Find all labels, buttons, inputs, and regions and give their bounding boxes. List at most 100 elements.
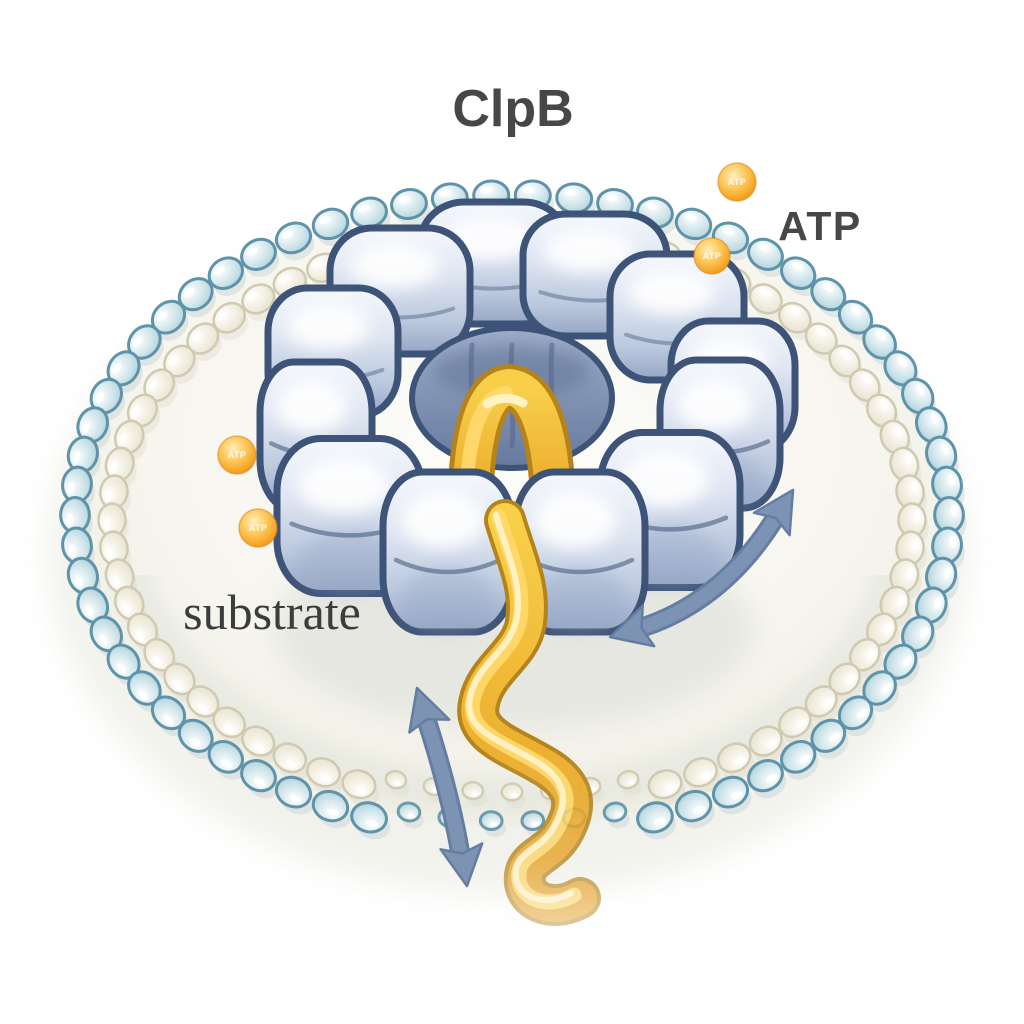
membrane-bead-outer-highlight	[246, 247, 259, 256]
membrane-bead-inner-highlight	[904, 453, 912, 465]
membrane-bead-inner	[306, 757, 341, 788]
atp-sphere-body	[717, 162, 757, 202]
membrane-bead-inner-highlight	[110, 461, 118, 473]
membrane-bead-outer-highlight	[357, 204, 370, 213]
membrane-bead-outer-highlight	[213, 266, 225, 276]
membrane-bead-outer-highlight	[531, 821, 540, 826]
membrane-bead-outer-highlight	[318, 216, 331, 225]
subunit-highlight	[676, 377, 754, 432]
membrane-bead-inner-highlight	[664, 784, 677, 792]
membrane-bead-outer	[674, 207, 713, 241]
membrane-bead-inner-highlight	[224, 724, 235, 734]
membrane-bead-outer-highlight	[138, 689, 149, 701]
atp-sphere-glyph: ATP	[703, 251, 722, 261]
membrane-bead-outer-highlight	[791, 261, 803, 271]
subunit-highlight	[286, 303, 370, 350]
subunit-highlight	[349, 243, 440, 289]
membrane-bead-outer-highlight	[326, 808, 340, 817]
membrane-bead-inner-highlight	[861, 373, 871, 385]
atp-sphere-glyph: ATP	[228, 450, 247, 460]
membrane-bead-inner-highlight	[119, 433, 127, 445]
membrane-bead-outer-highlight	[162, 714, 174, 725]
arrowhead	[408, 686, 451, 734]
membrane-bead-outer-highlight	[605, 194, 618, 202]
membrane-bead-outer-highlight	[902, 655, 912, 667]
membrane-bead-outer-highlight	[75, 574, 83, 588]
membrane-bead-outer	[177, 718, 214, 753]
membrane-bead-outer-highlight	[645, 202, 659, 211]
membrane-bead-outer-highlight	[920, 626, 929, 639]
membrane-bead-inner-highlight	[879, 399, 888, 410]
subunit-highlight	[543, 228, 636, 273]
membrane-bead-outer-highlight	[857, 708, 868, 719]
membrane-bead-outer-highlight	[943, 566, 952, 579]
strand-gloss	[466, 512, 574, 903]
membrane-bead-inner-highlight	[897, 595, 905, 607]
membrane-bead-inner-highlight	[131, 406, 141, 418]
atp-sphere-body	[217, 435, 257, 475]
membrane-bead-inner	[683, 757, 718, 788]
membrane-bead-inner-highlight	[319, 774, 332, 783]
membrane-bead-inner	[500, 782, 524, 802]
substrate-strand	[457, 499, 601, 926]
membrane-bead-outer	[274, 221, 313, 255]
membrane-bead-inner-highlight	[246, 292, 258, 301]
membrane-bead-outer-highlight	[489, 821, 498, 827]
membrane-bead-outer-highlight	[614, 812, 623, 817]
membrane-bead-inner-highlight	[510, 793, 519, 798]
arrowhead	[752, 488, 795, 537]
atp-sphere: ATP	[717, 162, 757, 202]
rotation-arrow	[608, 488, 795, 648]
membrane-bead-inner-highlight	[766, 739, 778, 748]
membrane-bead-inner	[716, 742, 752, 774]
membrane-bead-outer-highlight	[480, 186, 493, 194]
membrane-bead-outer	[747, 759, 784, 793]
subunit-highlight	[533, 491, 617, 549]
membrane-bead-inner	[748, 725, 783, 757]
subunit-highlight	[628, 269, 715, 315]
membrane-bead-outer-highlight	[758, 243, 770, 252]
motion-arrows	[408, 488, 795, 888]
atp-sphere-glyph: ATP	[728, 177, 747, 187]
atp-sphere-body	[238, 508, 278, 548]
membrane-bead-outer	[311, 789, 350, 823]
membrane-bead-inner-highlight	[285, 760, 297, 768]
atp-molecules: ATP ATP ATP ATP	[217, 162, 757, 548]
translocation-arrow	[408, 686, 484, 888]
membrane-bead-outer	[674, 789, 713, 823]
arrowhead	[439, 842, 484, 888]
membrane-bead-inner-highlight	[846, 674, 856, 685]
membrane-bead-inner-highlight	[840, 349, 851, 360]
membrane-bead-outer	[478, 810, 504, 832]
subunit-lower-shade	[533, 568, 627, 632]
membrane-bead-inner-highlight	[136, 630, 145, 641]
membrane-bead-inner-highlight	[913, 509, 921, 522]
membrane-bead-outer-highlight	[915, 383, 925, 396]
membrane-bead-inner-highlight	[105, 489, 112, 502]
membrane-bead-outer-highlight	[67, 481, 75, 495]
subunit-highlight	[275, 379, 348, 434]
membrane-bead-inner-highlight	[866, 649, 876, 660]
subunit-domain-seam	[393, 557, 503, 575]
membrane-bead-inner-highlight	[627, 779, 635, 785]
membrane-bead-inner-highlight	[122, 603, 131, 615]
substrate-label: substrate	[183, 584, 361, 640]
membrane-bead-inner	[241, 725, 276, 757]
membrane-bead-outer-highlight	[941, 442, 949, 456]
membrane-bead-outer	[520, 810, 546, 832]
labels: ClpB ATP substrate	[183, 80, 860, 640]
atp-sphere: ATP	[238, 508, 278, 548]
atp-sphere-glyph: ATP	[249, 523, 268, 533]
membrane-bead-inner-highlight	[911, 481, 918, 494]
membrane-bead-outer	[390, 188, 428, 220]
membrane-bead-outer	[207, 740, 244, 774]
membrane-bead-inner-highlight	[883, 622, 893, 634]
membrane-bead-inner	[778, 706, 812, 739]
membrane-bead-inner-highlight	[912, 538, 919, 551]
membrane-bead-outer-highlight	[365, 819, 379, 828]
membrane-bead-outer-highlight	[132, 336, 143, 348]
membrane-bead-outer	[747, 237, 784, 271]
membrane-bead-inner-highlight	[253, 743, 265, 752]
